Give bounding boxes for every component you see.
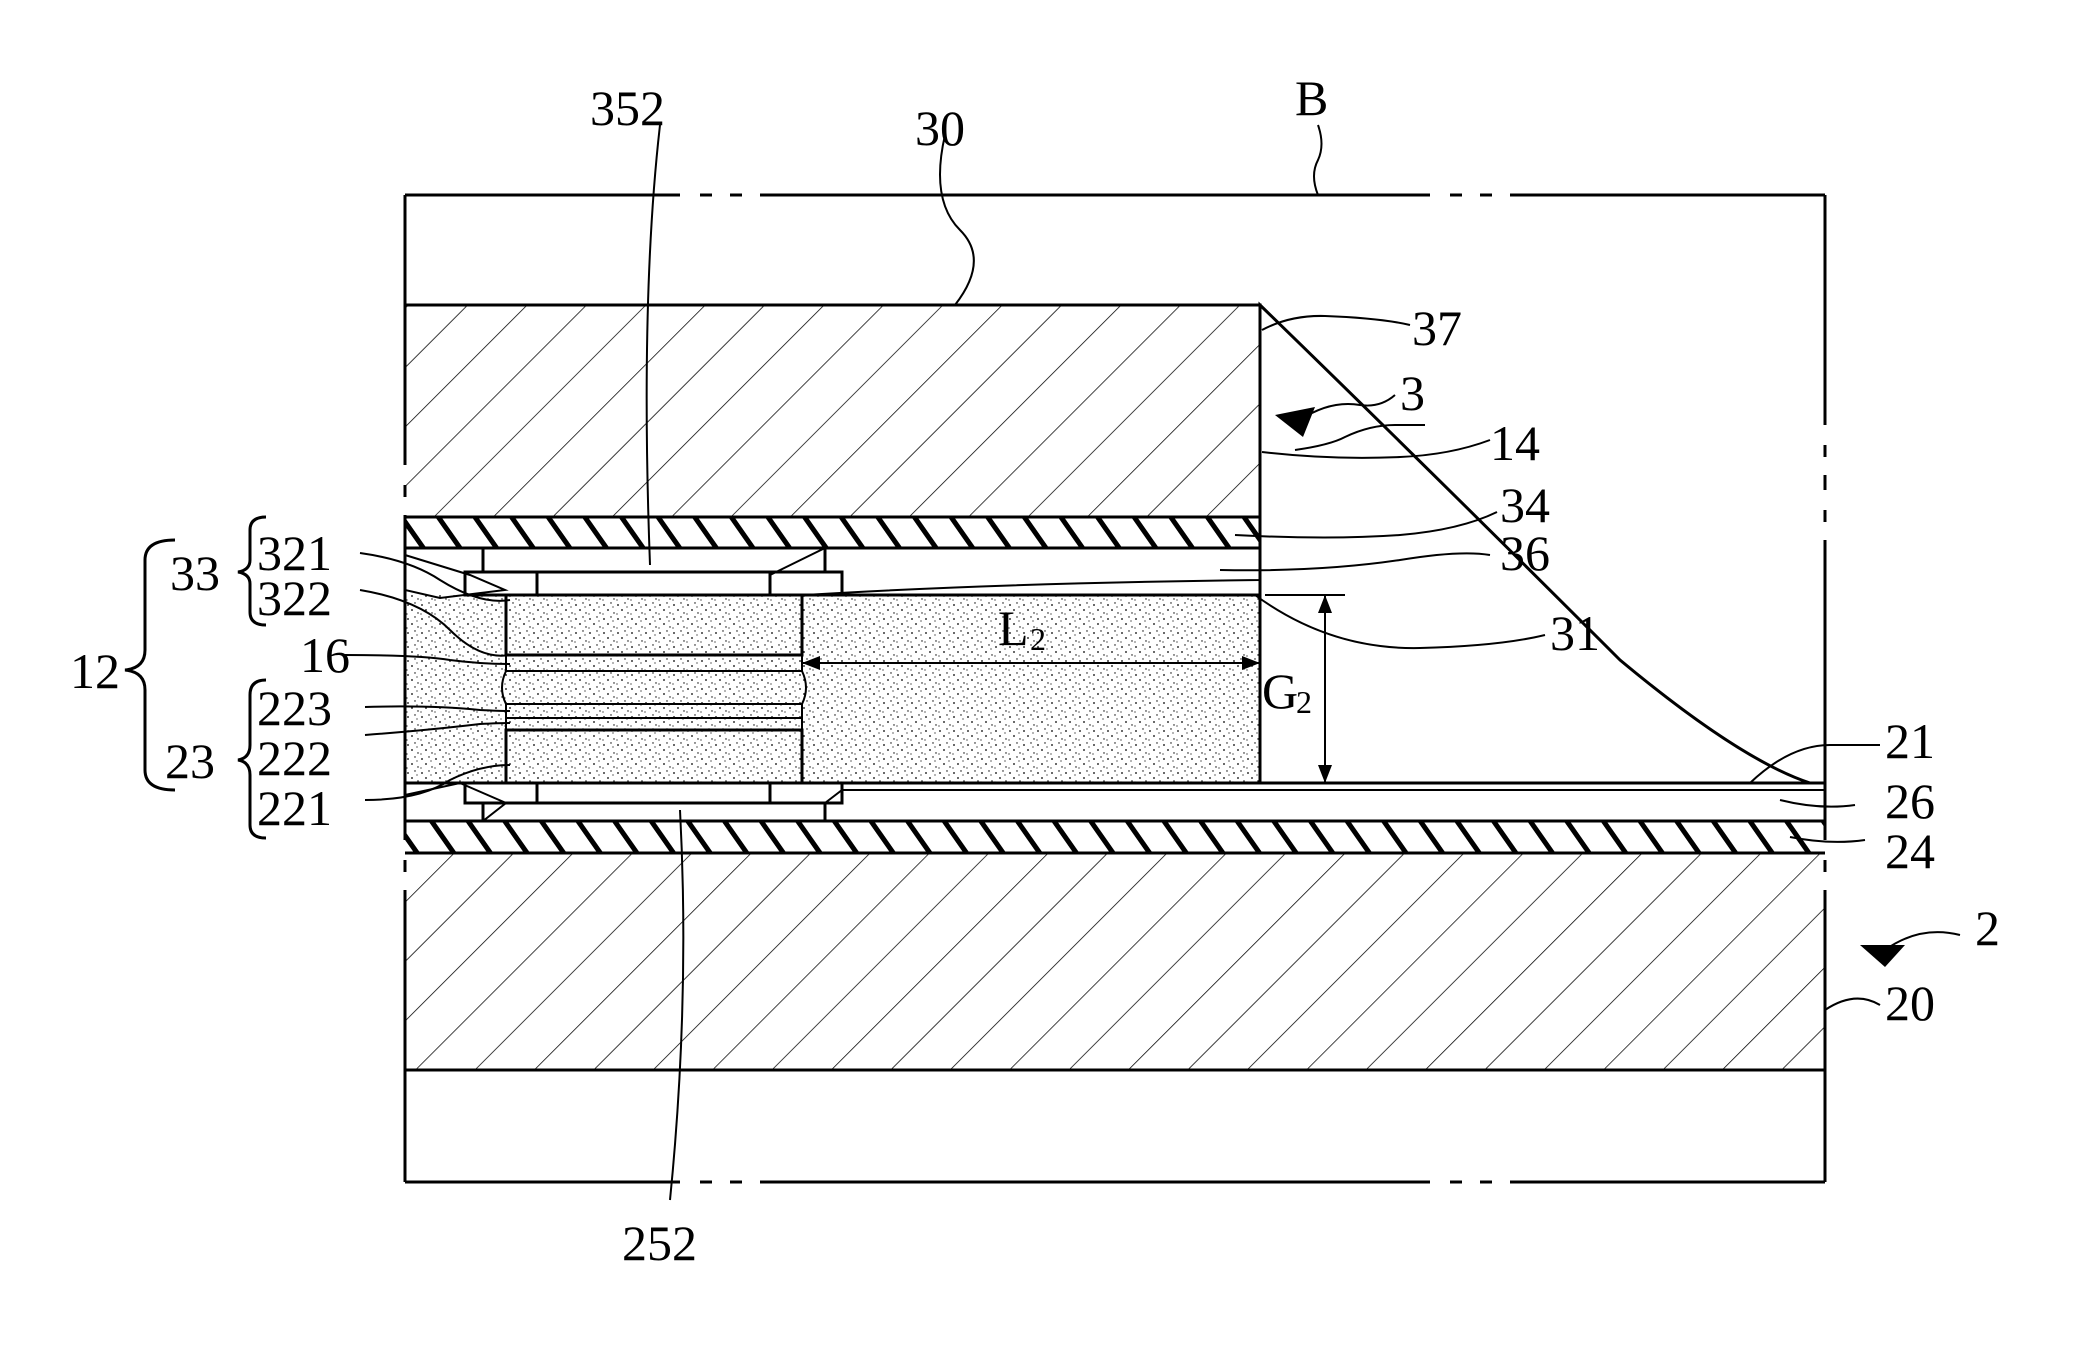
label-g2-sub: 2 <box>1296 684 1312 720</box>
label-16: 16 <box>300 627 350 683</box>
label-l2-sub: 2 <box>1030 621 1046 657</box>
label-37: 37 <box>1412 300 1462 356</box>
label-20: 20 <box>1885 975 1935 1031</box>
label-36: 36 <box>1500 525 1550 581</box>
label-33: 33 <box>170 545 220 601</box>
pad-352 <box>465 548 842 595</box>
lower-substrate-20 <box>405 853 1825 1070</box>
label-2: 2 <box>1975 900 2000 956</box>
label-31: 31 <box>1550 605 1600 661</box>
label-l2-letter: L <box>998 600 1029 656</box>
label-30: 30 <box>915 100 965 156</box>
label-222: 222 <box>257 730 332 786</box>
label-223: 223 <box>257 680 332 736</box>
label-24: 24 <box>1885 823 1935 879</box>
layer-34 <box>405 517 1260 548</box>
label-221: 221 <box>257 780 332 836</box>
label-322: 322 <box>257 570 332 626</box>
label-14: 14 <box>1490 415 1540 471</box>
label-252: 252 <box>622 1215 697 1271</box>
label-3: 3 <box>1400 365 1425 421</box>
label-g2-letter: G <box>1262 663 1298 719</box>
label-352: 352 <box>590 80 665 136</box>
pad-252 <box>465 783 842 821</box>
label-23: 23 <box>165 733 215 789</box>
label-section-b: B <box>1295 70 1328 126</box>
label-21: 21 <box>1885 713 1935 769</box>
label-12: 12 <box>70 643 120 699</box>
layer-24 <box>405 821 1825 853</box>
upper-substrate-30 <box>405 305 1260 517</box>
label-26: 26 <box>1885 773 1935 829</box>
